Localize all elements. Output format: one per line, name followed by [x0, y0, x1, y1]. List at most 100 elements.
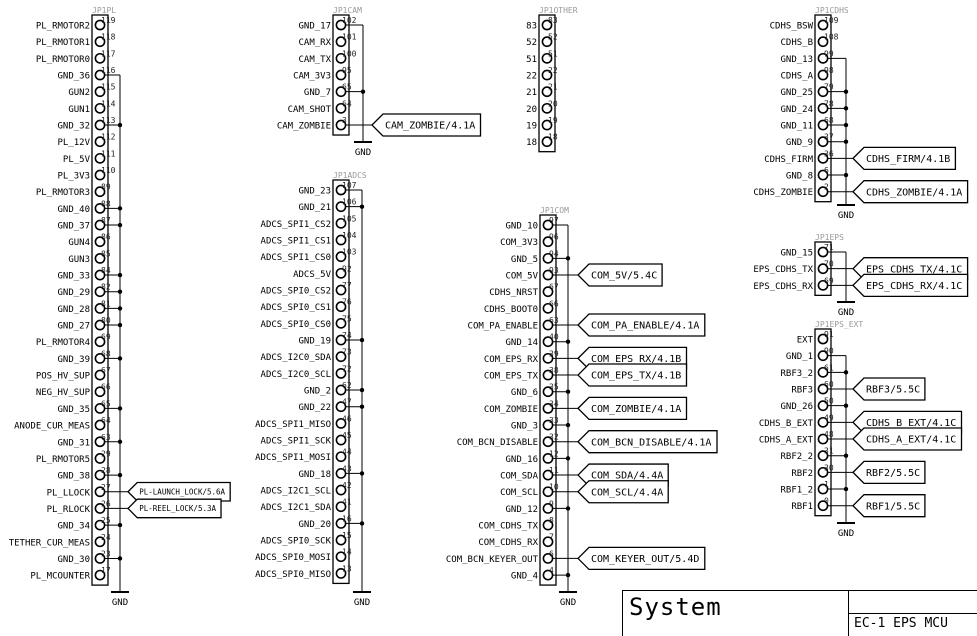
- junction-dot: [117, 472, 123, 478]
- pin-number: 114: [101, 99, 116, 108]
- pin-label: GND_20: [298, 520, 331, 530]
- pin-label: RBF1_2: [780, 486, 813, 496]
- pin-pad: [335, 501, 347, 513]
- pin-pad: [817, 69, 829, 81]
- title-block: System EC-1 EPS MCU: [622, 590, 977, 636]
- junction-dot: [359, 387, 365, 393]
- pin-number: 41: [342, 498, 352, 507]
- pin-label: CAM_TX: [298, 55, 331, 65]
- pin-label: CDHS_ZOMBIE: [753, 188, 813, 198]
- junction-dot: [117, 289, 123, 294]
- pin: GND_937: [786, 133, 849, 148]
- pin-label: TETHER_CUR_MEAS: [9, 538, 90, 548]
- ground-label: GND: [355, 148, 371, 158]
- pin-number: 42: [342, 481, 352, 490]
- pin-label: GND_40: [57, 205, 90, 215]
- pin-label: ADCS_SPI0_CS1: [261, 303, 331, 313]
- pin-number: 25: [101, 516, 111, 525]
- pin-pad: [541, 136, 553, 148]
- connector-adcs: JP1ADCSGNDGND_23107GND_21106ADCS_SPI1_CS…: [255, 171, 371, 608]
- net-label-flag: [577, 480, 669, 504]
- pin-label: GND_8: [786, 172, 813, 182]
- pin-number: 35: [549, 383, 559, 392]
- pin-number: 65: [342, 83, 352, 92]
- junction-dot: [843, 370, 849, 375]
- connector-title: JP1COM: [540, 206, 569, 215]
- pin-label: ADCS_SPI1_CS2: [261, 220, 331, 230]
- pin-pad: [94, 302, 106, 314]
- pin-pad: [335, 334, 347, 346]
- pin-pad: [817, 86, 829, 98]
- net-label: COM_ZOMBIE/4.1A: [591, 404, 681, 415]
- pin-number: 90: [824, 347, 834, 356]
- pin-pad: [335, 217, 347, 229]
- pin-label: 18: [526, 138, 537, 148]
- pin-pad: [335, 351, 347, 363]
- pin-number: 2: [824, 183, 829, 192]
- pin-label: GND_5: [511, 255, 538, 265]
- pin-number: 116: [101, 66, 116, 75]
- pin-number: 102: [342, 16, 357, 25]
- pin-number: 88: [101, 199, 111, 208]
- pin-label: 21: [526, 88, 537, 98]
- pin-label: 51: [526, 55, 537, 65]
- net-label: CDHS_A_EXT/4.1C: [866, 435, 956, 446]
- pin-label: GND_25: [780, 88, 813, 98]
- pin-number: 31: [824, 447, 834, 456]
- pin-label: GND_29: [57, 288, 90, 298]
- pin-pad: [817, 433, 829, 445]
- pin-label: PL_5V: [63, 155, 91, 165]
- pin-label: CAM_ZOMBIE: [277, 122, 331, 132]
- pin-number: 73: [342, 348, 352, 357]
- pin-label: CDHS_A: [780, 72, 813, 82]
- pin-label: 20: [526, 105, 537, 115]
- pin-number: 48: [824, 430, 834, 439]
- pin-label: GND_33: [57, 272, 90, 282]
- pin-pad: [335, 201, 347, 213]
- pin-number: 61: [824, 363, 834, 372]
- pin-label: COM_3V3: [500, 238, 538, 248]
- pin-number: 69: [101, 333, 111, 342]
- pin-pad: [817, 246, 829, 258]
- pin-pad: [335, 19, 347, 31]
- junction-dot: [117, 122, 123, 128]
- pin-pad: [94, 336, 106, 348]
- pin-label: PL_MCOUNTER: [30, 572, 90, 582]
- pin-label: GND_3: [511, 422, 538, 432]
- pin: COM_CDHS_RX7: [478, 533, 554, 549]
- pin-number: 4: [549, 566, 554, 575]
- pin-number: 44: [342, 448, 352, 457]
- pin-pad: [94, 36, 106, 48]
- pin-pad: [335, 484, 347, 496]
- pin-label: PL_3V3: [57, 172, 90, 182]
- pin-label: RBF2: [791, 469, 813, 479]
- pin: GND_333: [511, 416, 571, 432]
- pin-pad: [542, 569, 554, 581]
- pin-pad: [542, 352, 554, 364]
- pin-number: 64: [101, 416, 111, 425]
- pin-pad: [817, 279, 829, 291]
- pin-number: 22: [548, 66, 558, 75]
- pin-number: 20: [548, 99, 558, 108]
- pin-pad: [335, 234, 347, 246]
- junction-dot: [117, 322, 123, 328]
- pin-number: 23: [101, 549, 111, 558]
- junction-dot: [843, 453, 849, 458]
